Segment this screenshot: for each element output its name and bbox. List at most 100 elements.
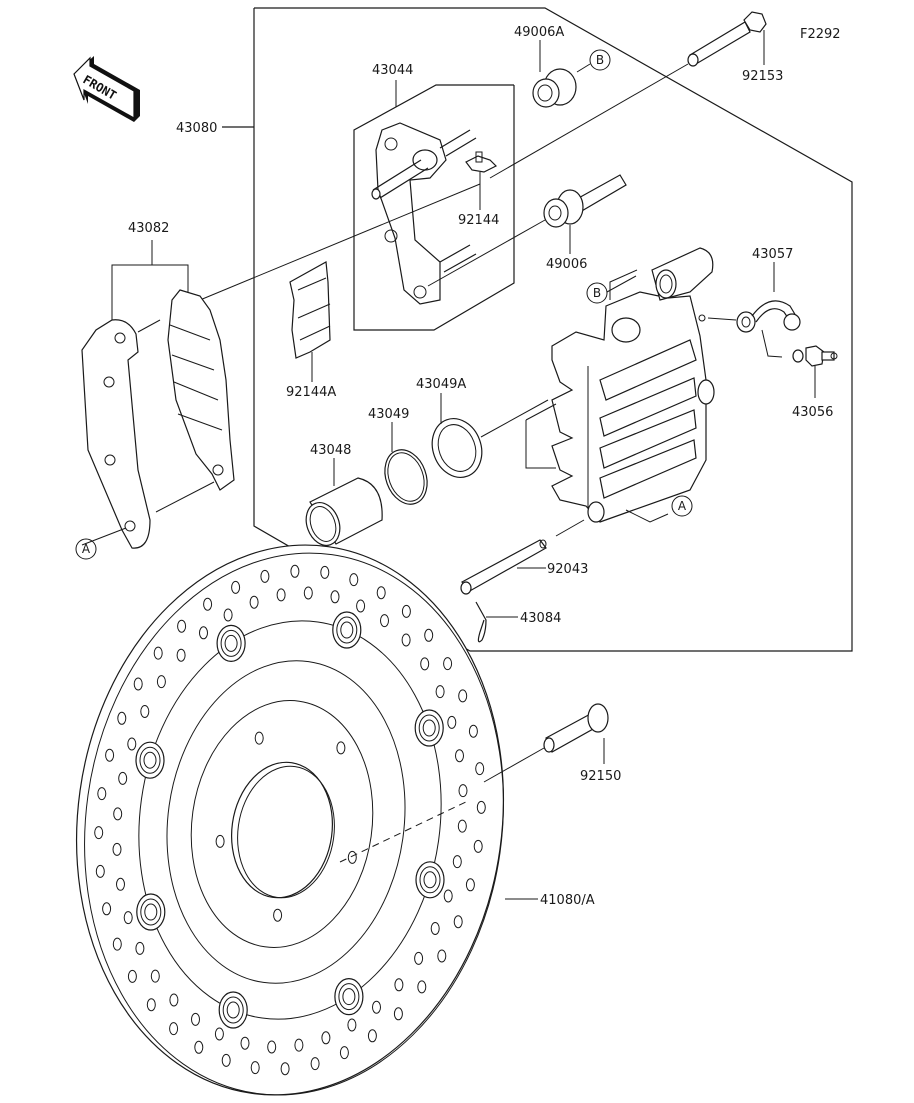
disc-drill-hole — [203, 597, 213, 611]
disc-drill-hole — [453, 915, 463, 929]
disc-drill-hole — [127, 969, 137, 983]
disc-drill-hole — [176, 648, 186, 662]
caliper-bracket — [371, 122, 477, 305]
disc-drill-hole — [123, 911, 133, 925]
disc-drill-hole — [276, 588, 286, 602]
disc-drill-hole — [156, 675, 166, 689]
disc-drill-hole — [435, 685, 445, 699]
disc-drill-hole — [150, 969, 160, 983]
hose-fitting-43057 — [736, 300, 801, 333]
label-92043: 92043 — [547, 562, 588, 577]
disc-drill-hole — [303, 586, 313, 600]
label-49006a: 49006A — [514, 25, 564, 40]
disc-drill-hole — [280, 1062, 290, 1076]
pad-spring-92144a — [289, 261, 331, 359]
disc-drill-hole — [330, 590, 340, 604]
disc-drill-hole — [290, 564, 300, 578]
label-92144a: 92144A — [286, 385, 336, 400]
disc-drill-hole — [112, 842, 122, 856]
caliper-assembly-outline — [222, 7, 853, 652]
disc-drill-hole — [367, 1029, 377, 1043]
disc-drill-hole — [458, 689, 468, 703]
disc-drill-hole — [420, 657, 430, 671]
disc-drill-hole — [465, 878, 475, 892]
hub-mount-hole — [336, 741, 346, 755]
disc-rivet — [136, 893, 166, 931]
disc-drill-hole — [401, 604, 411, 618]
disc-drill-hole — [356, 599, 366, 613]
disc-drill-hole — [249, 595, 259, 609]
disc-drill-hole — [118, 771, 128, 785]
ref-a-caliper: A — [678, 499, 687, 513]
disc-drill-hole — [455, 749, 464, 763]
disc-drill-hole — [169, 1022, 179, 1036]
disc-drill-hole — [380, 614, 389, 628]
boot-49006 — [543, 174, 627, 228]
ref-marker-a-left — [75, 538, 97, 560]
disc-rivet — [415, 861, 445, 899]
label-49006: 49006 — [546, 257, 587, 272]
brake-pad-backing — [81, 319, 151, 549]
figure-id: F2292 — [800, 27, 841, 42]
disc-drill-hole — [95, 864, 105, 878]
disc-drill-hole — [294, 1038, 304, 1052]
disc-drill-hole — [117, 711, 127, 725]
disc-drill-hole — [194, 1040, 204, 1054]
disc-drill-hole — [347, 1018, 357, 1032]
disc-drill-hole — [199, 626, 208, 640]
disc-drill-hole — [113, 807, 123, 821]
boot-49006a — [532, 68, 577, 108]
disc-drill-hole — [321, 1031, 331, 1045]
ref-marker-b-caliper — [586, 282, 608, 304]
disc-rivet — [332, 611, 362, 649]
hub-mount-hole — [254, 731, 264, 745]
disc-drill-hole — [443, 889, 453, 903]
hub-mount-hole — [347, 850, 357, 864]
disc-drill-hole — [372, 1000, 381, 1014]
disc-drill-hole — [116, 877, 125, 891]
brake-disc — [75, 544, 505, 1096]
ref-marker-a-caliper — [671, 495, 693, 517]
disc-drill-hole — [475, 762, 485, 776]
disc-drill-hole — [153, 646, 163, 660]
caliper-body — [551, 247, 715, 523]
disc-drill-hole — [221, 1053, 231, 1067]
disc-drill-hole — [339, 1046, 349, 1060]
disc-drill-hole — [452, 855, 462, 869]
disc-drill-hole — [267, 1040, 277, 1054]
disc-drill-hole — [468, 724, 478, 738]
disc-drill-hole — [214, 1027, 224, 1041]
label-92153: 92153 — [742, 69, 783, 84]
disc-drill-hole — [320, 565, 330, 579]
label-43044: 43044 — [372, 63, 413, 78]
disc-drill-hole — [94, 826, 104, 840]
hub-mount-hole — [215, 834, 225, 848]
piston-43048 — [305, 477, 383, 546]
disc-drill-hole — [112, 937, 122, 951]
label-43049: 43049 — [368, 407, 409, 422]
spring-92144 — [465, 151, 498, 173]
label-41080a: 41080/A — [540, 893, 595, 908]
disc-drill-hole — [231, 580, 241, 594]
brake-pad-friction — [167, 289, 235, 491]
front-arrow-icon: FRONT — [73, 56, 140, 122]
disc-drill-hole — [177, 619, 187, 633]
disc-drill-hole — [240, 1036, 250, 1050]
disc-drill-hole — [401, 633, 411, 647]
disc-drill-hole — [473, 839, 483, 853]
bolt-92153 — [687, 11, 767, 67]
disc-drill-hole — [447, 715, 457, 729]
ref-a-left: A — [82, 542, 91, 556]
disc-drill-hole — [223, 608, 233, 622]
disc-drill-hole — [102, 902, 112, 916]
disc-drill-hole — [394, 978, 404, 992]
disc-drill-hole — [430, 922, 440, 935]
disc-drill-hole — [127, 737, 137, 751]
label-43084: 43084 — [520, 611, 561, 626]
label-43080: 43080 — [176, 121, 217, 136]
disc-drill-hole — [376, 586, 386, 600]
disc-drill-hole — [476, 800, 486, 814]
disc-bolt-92150 — [543, 703, 609, 753]
label-43049a: 43049A — [416, 377, 466, 392]
